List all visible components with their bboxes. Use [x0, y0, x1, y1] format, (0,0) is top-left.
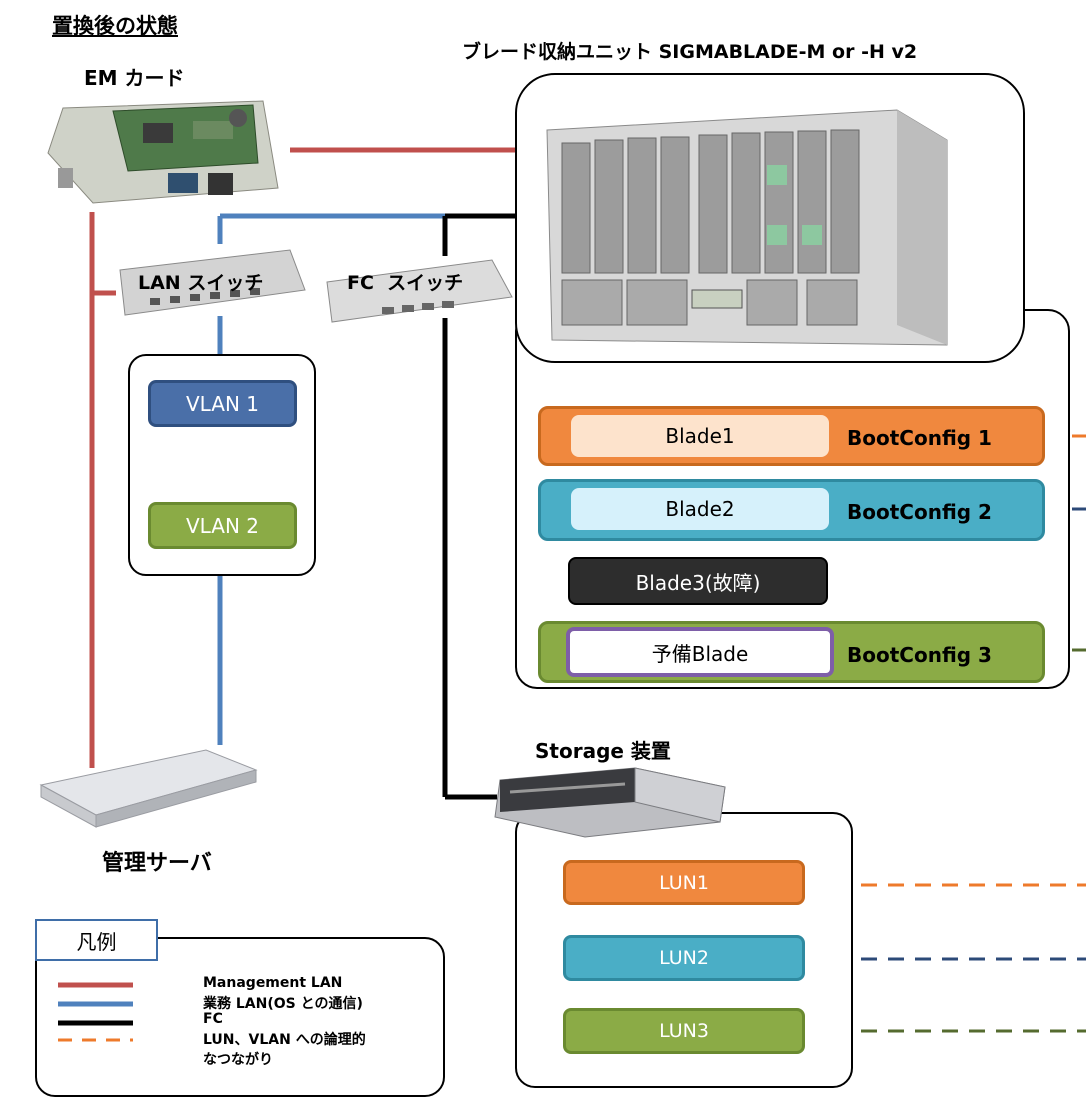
legend-item-fc: FC: [203, 1011, 223, 1027]
legend-item-business-lan: 業務 LAN(OS との通信): [203, 996, 363, 1012]
em-card-label: EM カード: [84, 66, 185, 90]
page-title: 置換後の状態: [52, 14, 178, 38]
bootconfig-label: BootConfig 2: [847, 500, 992, 524]
fc-switch-image: [322, 252, 517, 327]
blade-chip-spare[interactable]: 予備Blade: [566, 627, 834, 677]
legend-item-logical-cont: なつながり: [203, 1052, 273, 1068]
legend-item-logical: LUN、VLAN への論理的: [203, 1032, 366, 1048]
bootconfig-label: BootConfig 1: [847, 426, 992, 450]
fc-lines: [442, 213, 516, 800]
blade-row-spare: 予備Blade BootConfig 3: [538, 621, 1045, 683]
management-server-image: [36, 745, 258, 830]
lan-switch-label: LAN スイッチ: [138, 272, 264, 294]
blade-row-1: Blade1 BootConfig 1: [538, 406, 1045, 466]
lan-switch-image: [110, 240, 310, 320]
lun-2[interactable]: LUN2: [563, 935, 805, 981]
lun-1[interactable]: LUN1: [563, 860, 805, 905]
management-lan-lines: [89, 147, 516, 768]
storage-image: [485, 762, 727, 842]
blade-row-2: Blade2 BootConfig 2: [538, 479, 1045, 541]
chassis-image: [546, 109, 948, 346]
vlan-2[interactable]: VLAN 2: [148, 502, 297, 549]
blade-chip[interactable]: Blade2: [571, 488, 829, 530]
blade-chip[interactable]: Blade1: [571, 415, 829, 457]
vlan-1[interactable]: VLAN 1: [148, 380, 297, 427]
legend-frame: [35, 937, 445, 1097]
blade-chip-failed[interactable]: Blade3(故障): [568, 557, 828, 605]
chassis-label: ブレード収納ユニット SIGMABLADE-M or -H v2: [462, 41, 918, 63]
lun-3[interactable]: LUN3: [563, 1008, 805, 1054]
bootconfig-label: BootConfig 3: [847, 643, 992, 667]
chassis-frame: [515, 73, 1025, 363]
legend-item-management-lan: Management LAN: [203, 975, 343, 991]
legend-title: 凡例: [76, 929, 117, 954]
em-card-image: [33, 93, 291, 213]
storage-label: Storage 装置: [535, 739, 671, 763]
management-server-label: 管理サーバ: [102, 851, 212, 876]
legend-swatches: [58, 982, 133, 1042]
fc-switch-label: FC スイッチ: [347, 272, 464, 294]
legend-title-box: 凡例: [35, 919, 158, 961]
